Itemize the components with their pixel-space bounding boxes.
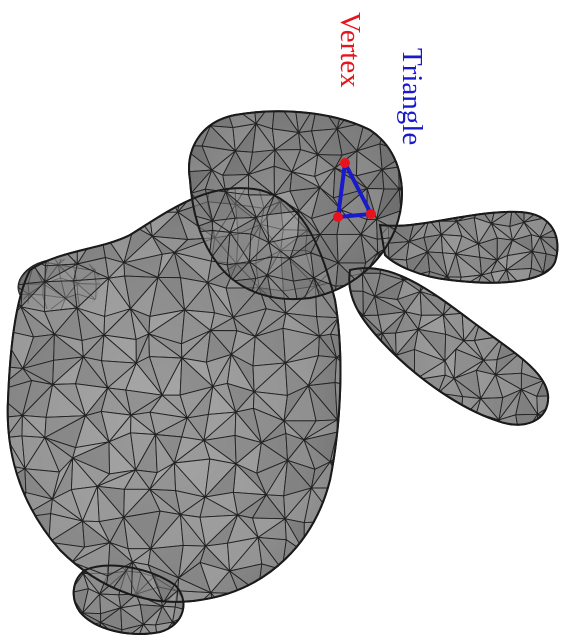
vertex-dot (333, 212, 343, 222)
vertex-dot (340, 158, 350, 168)
triangle-label: Triangle (396, 48, 428, 145)
vertex-dot (366, 209, 376, 219)
vertex-label: Vertex (334, 12, 366, 88)
